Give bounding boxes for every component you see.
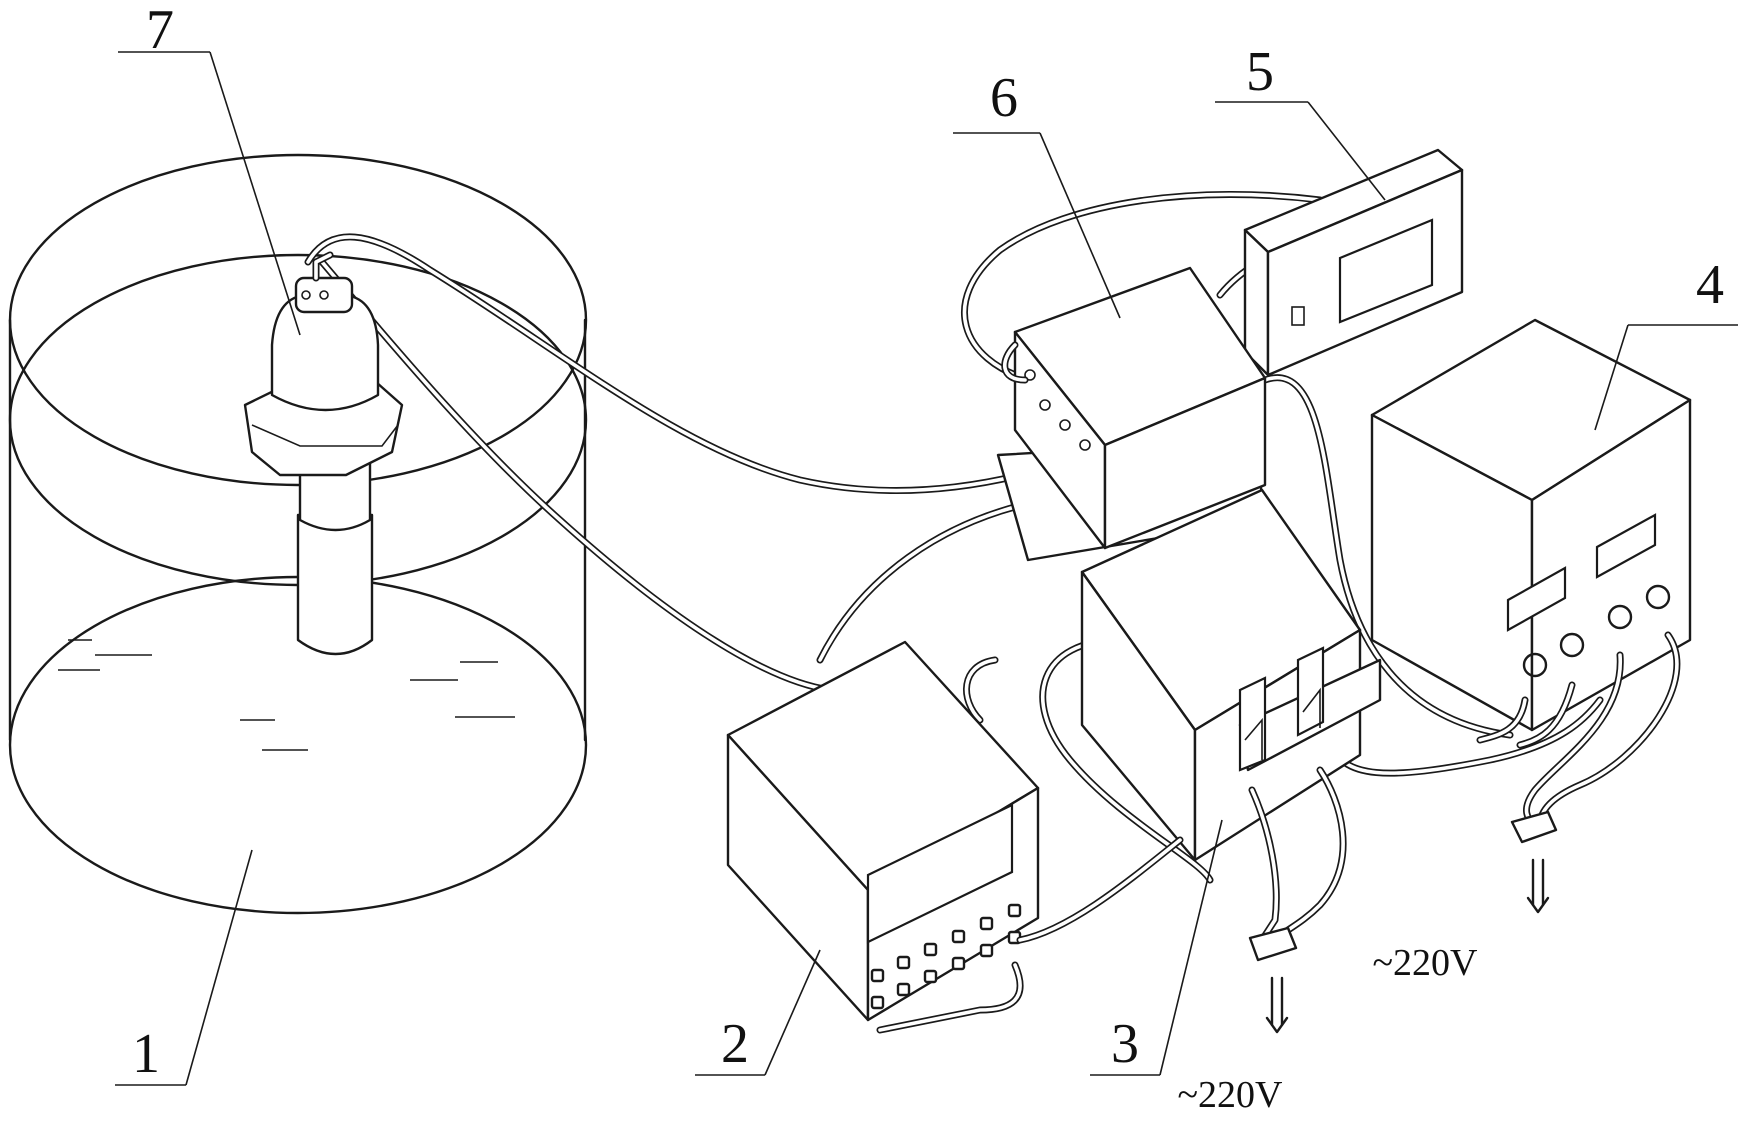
plug-b <box>1250 928 1296 960</box>
label-dc-source: 4 <box>1696 254 1724 316</box>
voltage-label-center: ~220V <box>1177 1074 1283 1116</box>
label-junction-box: 6 <box>990 67 1018 129</box>
label-controller: 2 <box>721 1013 749 1075</box>
signal-cable <box>308 237 1040 690</box>
dc-power-unit <box>1372 320 1690 912</box>
meter-unit <box>1245 150 1462 375</box>
label-power-supply: 3 <box>1111 1013 1139 1075</box>
label-probe: 7 <box>146 0 174 61</box>
plug-a <box>1512 812 1556 842</box>
label-meter: 5 <box>1246 41 1274 103</box>
probe <box>245 255 402 654</box>
label-tank: 1 <box>132 1023 160 1085</box>
voltage-label-right: ~220V <box>1372 942 1478 984</box>
power-supply-unit <box>1082 490 1380 1032</box>
water-surface-marks <box>58 640 515 750</box>
